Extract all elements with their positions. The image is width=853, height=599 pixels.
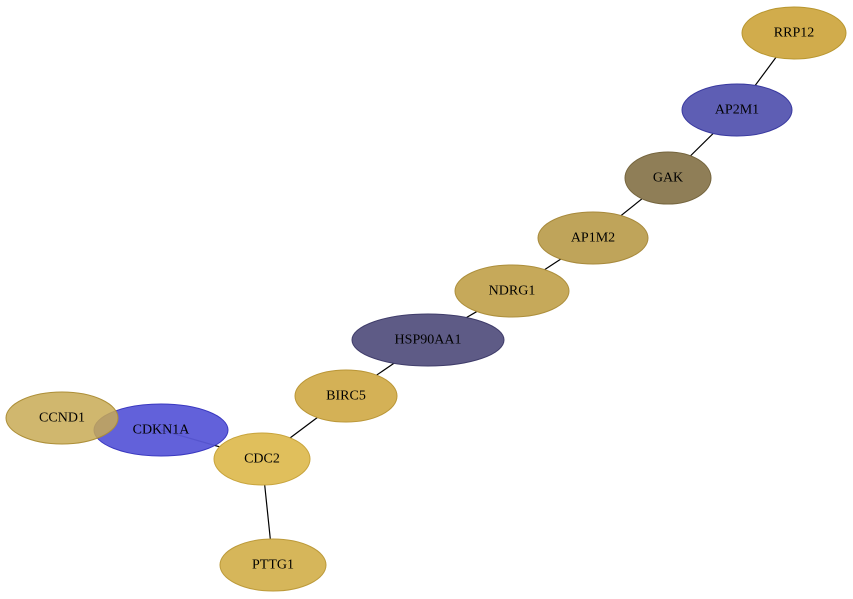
node-ndrg1[interactable]: NDRG1 bbox=[454, 264, 570, 318]
node-shape-birc5 bbox=[294, 369, 398, 423]
node-shape-gak bbox=[624, 151, 712, 205]
node-shape-hsp90aa1 bbox=[351, 313, 505, 367]
node-label-cdc2: CDC2 bbox=[244, 452, 280, 467]
node-shape-ap2m1 bbox=[681, 83, 793, 137]
node-shape-rrp12 bbox=[741, 6, 847, 60]
node-label-ndrg1: NDRG1 bbox=[489, 284, 536, 299]
node-label-ap1m2: AP1M2 bbox=[571, 231, 615, 246]
node-hsp90aa1[interactable]: HSP90AA1 bbox=[351, 313, 505, 367]
node-shape-ap1m2 bbox=[537, 211, 649, 265]
node-pttg1[interactable]: PTTG1 bbox=[219, 538, 327, 592]
node-label-hsp90aa1: HSP90AA1 bbox=[395, 333, 462, 348]
node-cdc2[interactable]: CDC2 bbox=[213, 432, 311, 486]
node-ap1m2[interactable]: AP1M2 bbox=[537, 211, 649, 265]
node-shape-pttg1 bbox=[219, 538, 327, 592]
node-ap2m1[interactable]: AP2M1 bbox=[681, 83, 793, 137]
node-gak[interactable]: GAK bbox=[624, 151, 712, 205]
node-shape-cdc2 bbox=[213, 432, 311, 486]
node-birc5[interactable]: BIRC5 bbox=[294, 369, 398, 423]
node-rrp12[interactable]: RRP12 bbox=[741, 6, 847, 60]
node-label-rrp12: RRP12 bbox=[774, 26, 814, 41]
node-label-birc5: BIRC5 bbox=[326, 389, 366, 404]
node-label-pttg1: PTTG1 bbox=[252, 558, 294, 573]
node-label-ccnd1: CCND1 bbox=[39, 411, 85, 426]
node-label-gak: GAK bbox=[653, 171, 683, 186]
node-shape-ndrg1 bbox=[454, 264, 570, 318]
node-label-cdkn1a: CDKN1A bbox=[133, 423, 191, 438]
node-label-ap2m1: AP2M1 bbox=[715, 103, 759, 118]
node-shape-ccnd1 bbox=[5, 391, 119, 445]
node-ccnd1[interactable]: CCND1 bbox=[5, 391, 119, 445]
